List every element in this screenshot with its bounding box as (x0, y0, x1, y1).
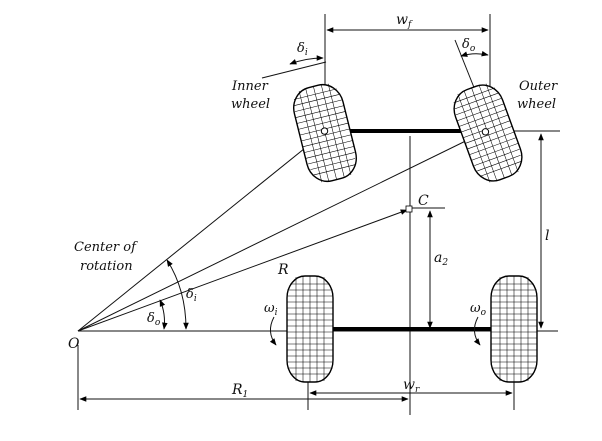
delta-i-label: δi (186, 287, 197, 304)
inner-steer-line (261, 61, 327, 79)
point-r-label: R (277, 262, 289, 278)
labels: Inner wheel Outer wheel Center of rotati… (68, 12, 558, 400)
wr-label: wr (403, 377, 420, 395)
delta-o-top-arc (460, 50, 489, 57)
front-inner-wheel (293, 83, 357, 183)
delta-i-top-arc (289, 55, 324, 65)
dimensions (79, 27, 544, 402)
outer-wheel-label-2: wheel (517, 97, 556, 112)
ray-to-c (77, 209, 408, 332)
delta-i-top-label: δi (297, 41, 308, 58)
delta-o-label: δo (147, 311, 161, 328)
omega-o-arrow (473, 316, 481, 346)
point-c-label: C (418, 193, 429, 209)
center-of-rotation-label-2: rotation (80, 259, 133, 274)
center-of-rotation-label-1: Center of (74, 240, 138, 255)
delta-i-arc (166, 259, 189, 330)
omega-o-label: ωo (470, 301, 487, 318)
omega-i-label: ωi (264, 301, 278, 318)
ray-to-outer-wheel (77, 131, 485, 332)
inner-wheel-label-1: Inner (231, 79, 269, 94)
delta-o-top-label: δo (462, 37, 476, 54)
wf-label: wf (396, 12, 413, 30)
front-outer-wheel (453, 83, 523, 183)
outer-wheel-label-1: Outer (519, 79, 558, 94)
delta-o-arc (159, 299, 168, 330)
ray-to-inner-wheel (77, 131, 326, 332)
r1-label: R1 (231, 382, 248, 400)
rear-inner-wheel (286, 275, 334, 383)
omega-i-arrow (269, 316, 277, 346)
length-l-label: l (545, 228, 549, 244)
point-c-marker (405, 205, 413, 213)
a2-label: a2 (434, 250, 448, 268)
origin-label: O (68, 336, 80, 352)
rear-outer-wheel (490, 275, 538, 383)
inner-wheel-label-2: wheel (231, 97, 270, 112)
